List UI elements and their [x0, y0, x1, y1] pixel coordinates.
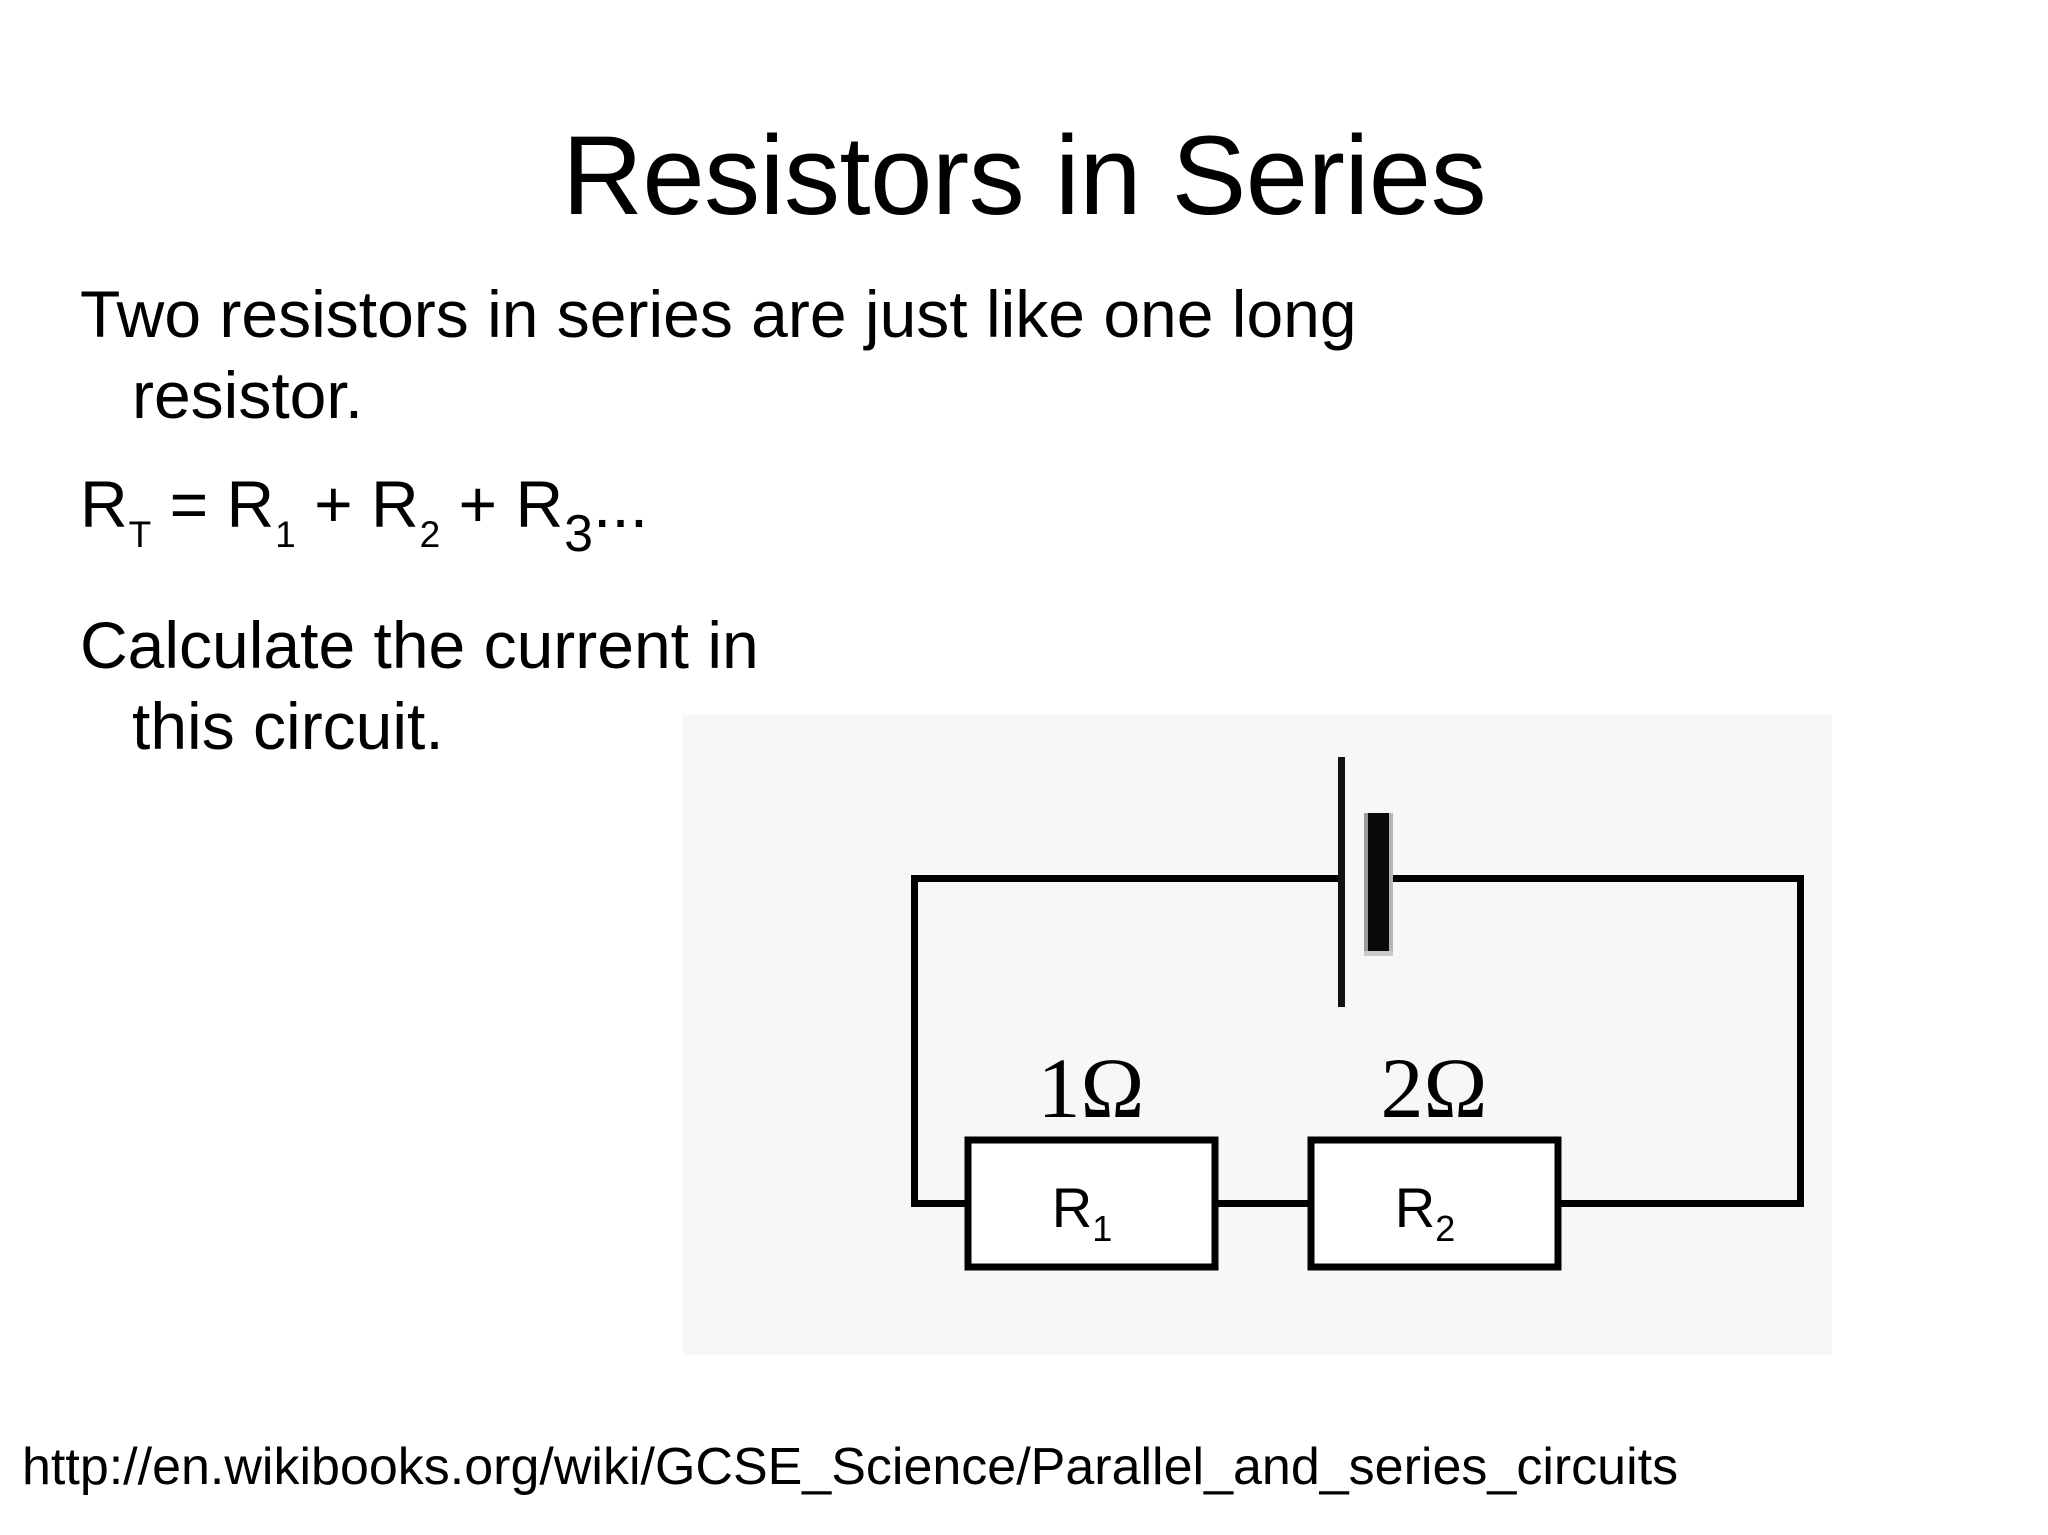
- resistor-1-box-label-subscript: 1: [1092, 1208, 1112, 1249]
- formula-r1-subscript: 1: [275, 514, 296, 555]
- wire-bottom-right-stub: [1558, 1200, 1804, 1207]
- battery-long-plate: [1338, 757, 1345, 1007]
- battery-short-plate-shadow-right: [1389, 813, 1393, 951]
- circuit-panel-background: [682, 715, 1832, 1355]
- resistor-2-box: [1307, 1136, 1562, 1271]
- resistor-2-box-label: R2: [1395, 1176, 1455, 1249]
- wire-bottom-left-stub: [911, 1200, 968, 1207]
- formula-rt-subscript: T: [128, 514, 152, 555]
- battery-short-plate-shadow-bottom: [1364, 951, 1393, 956]
- circuit-svg: 1Ω R1 2Ω R2: [682, 715, 1832, 1355]
- source-url-text: http://en.wikibooks.org/wiki/GCSE_Scienc…: [22, 1438, 1679, 1496]
- formula-rt-symbol: R: [80, 467, 128, 541]
- body-text-block: Two resistors in series are just like on…: [80, 274, 1370, 795]
- formula-equals: =: [151, 467, 227, 541]
- paragraph-question-line-1: Calculate the current: [80, 608, 689, 682]
- paragraph-intro: Two resistors in series are just like on…: [80, 274, 1402, 436]
- circuit-diagram-image: 1Ω R1 2Ω R2: [682, 715, 1832, 1355]
- formula-r3-subscript: 3: [564, 505, 594, 563]
- formula-plus-1: +: [295, 467, 371, 541]
- wire-between-resistors: [1215, 1200, 1311, 1207]
- page-title: Resistors in Series: [561, 113, 1487, 238]
- formula-plus-2: +: [440, 467, 516, 541]
- wire-top-right: [1372, 875, 1804, 882]
- formula-r2-symbol: R: [370, 467, 419, 541]
- formula-r2-subscript: 2: [419, 514, 441, 555]
- paragraph-question-line-2: in this circuit.: [132, 608, 759, 763]
- paragraph-intro-line-1: Two resistors in series are just like on…: [80, 277, 1357, 351]
- wire-left-vertical: [911, 875, 918, 1203]
- resistor-1-value-label: 1Ω: [1038, 1040, 1145, 1136]
- paragraph-question: Calculate the current in this circuit.: [80, 605, 772, 767]
- formula-ellipsis: ...: [593, 467, 649, 541]
- formula-series-resistance: RT = R1 + R2 + R3...: [80, 464, 1370, 575]
- battery-short-plate: [1368, 813, 1389, 951]
- battery-short-plate-shadow-left: [1364, 813, 1368, 951]
- wire-right-vertical: [1797, 875, 1804, 1203]
- wire-top-left: [911, 875, 1341, 882]
- resistor-2-box-label-subscript: 2: [1435, 1208, 1455, 1249]
- formula-r3-symbol: R: [515, 467, 564, 541]
- resistor-2-value-label: 2Ω: [1381, 1040, 1488, 1136]
- paragraph-intro-line-2: resistor.: [132, 358, 364, 432]
- resistor-1-box: [964, 1136, 1219, 1271]
- formula-r1-symbol: R: [226, 467, 275, 541]
